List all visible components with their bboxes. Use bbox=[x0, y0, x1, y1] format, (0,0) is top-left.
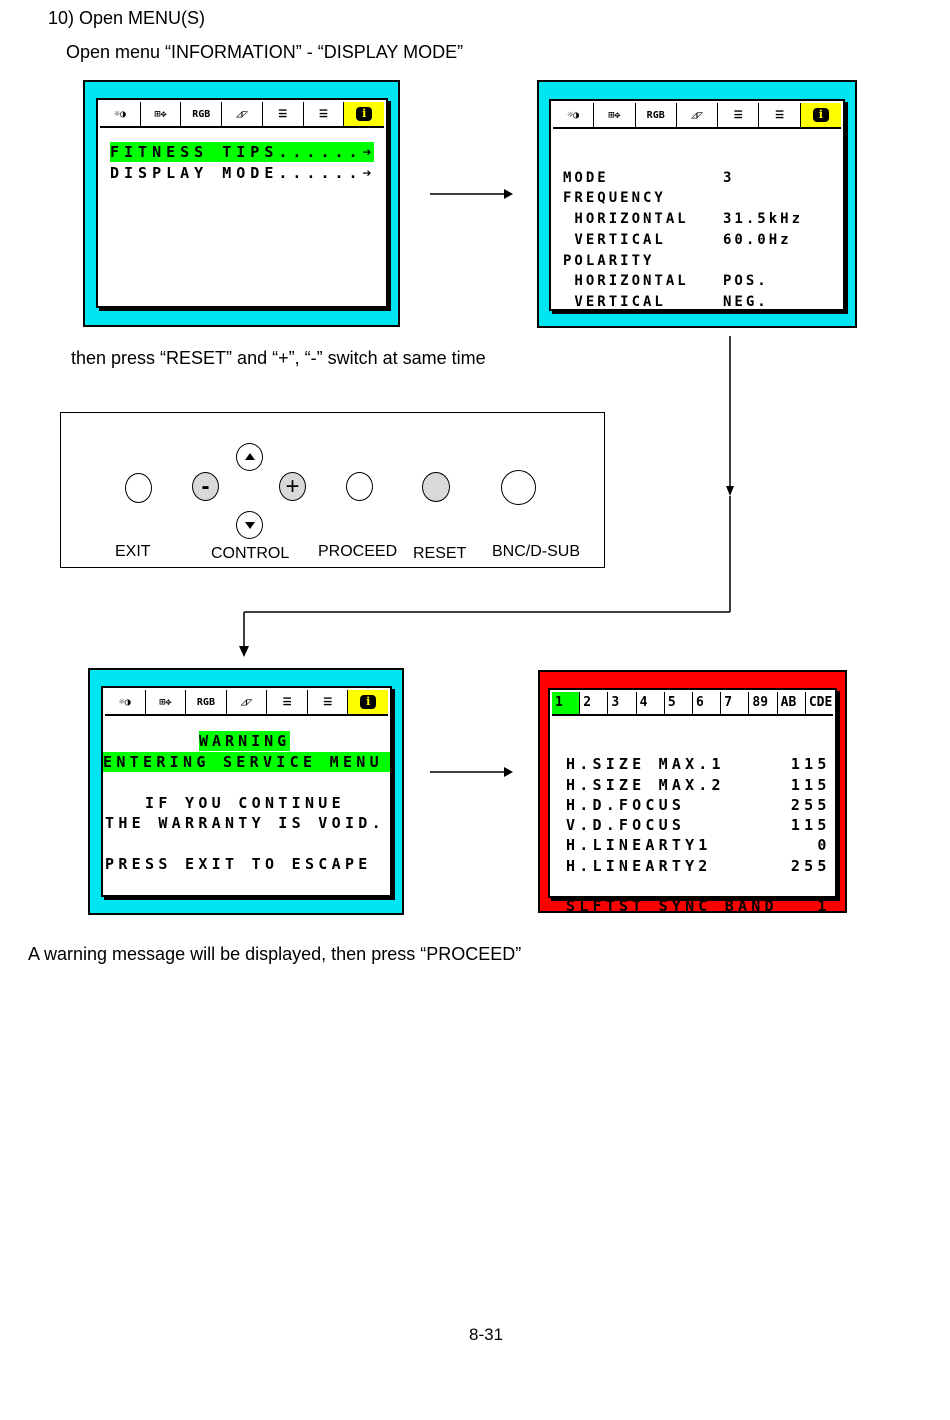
up-button[interactable] bbox=[236, 443, 263, 471]
vertical-frequency-line: VERTICAL 60.0Hz bbox=[563, 231, 792, 248]
information-tab: i bbox=[348, 690, 389, 714]
service-tab-ab: AB bbox=[776, 692, 805, 714]
bnc-dsub-button[interactable] bbox=[501, 470, 536, 505]
position-icon: ⊞✥ bbox=[146, 690, 187, 714]
service-tab-bar: 1 2 3 4 5 6 7 89 AB CDE bbox=[552, 692, 833, 716]
tools-icon: ☰ bbox=[304, 102, 345, 126]
h-size-max-1-line: H.SIZE MAX.1 115 bbox=[566, 755, 831, 774]
settings-icon: ☰ bbox=[263, 102, 304, 126]
settings-icon: ☰ bbox=[267, 690, 308, 714]
instruction-press-proceed: A warning message will be displayed, the… bbox=[28, 944, 522, 964]
step-title: 10) Open MENU(S) bbox=[48, 8, 206, 28]
control-label: CONTROL bbox=[211, 545, 290, 562]
warning-entering-service-menu: ENTERING SERVICE MENU bbox=[103, 752, 390, 772]
polarity-line: POLARITY bbox=[563, 252, 655, 269]
h-d-focus-line: H.D.FOCUS 255 bbox=[566, 795, 831, 814]
vertical-polarity-line: VERTICAL NEG. bbox=[563, 293, 769, 310]
tools-icon: ☰ bbox=[308, 690, 349, 714]
proceed-label: PROCEED bbox=[318, 543, 398, 560]
triangle-up-icon bbox=[244, 453, 255, 460]
exit-button[interactable] bbox=[125, 473, 152, 503]
service-tab-4: 4 bbox=[635, 692, 664, 714]
osd-display-mode-panel: ☼◑ ⊞✥ RGB ◿◸ ☰ ☰ i MODE 3 FREQUENCY HORI… bbox=[549, 99, 845, 311]
service-tab-6: 6 bbox=[692, 692, 720, 714]
service-tab-cde: CDE bbox=[804, 692, 833, 714]
warning-warranty-void: THE WARRANTY IS VOID. bbox=[105, 814, 385, 832]
h-size-max-2-line: H.SIZE MAX.2 115 bbox=[566, 775, 831, 794]
mode-line: MODE 3 bbox=[563, 169, 735, 186]
h-linearty1-line: H.LINEARTY1 0 bbox=[566, 836, 831, 855]
horizontal-frequency-line: HORIZONTAL 31.5kHz bbox=[563, 211, 804, 228]
service-tab-7: 7 bbox=[720, 692, 748, 714]
v-d-focus-line: V.D.FOCUS 115 bbox=[566, 816, 831, 835]
flow-connector-arrow-icon bbox=[239, 336, 734, 657]
tools-icon: ☰ bbox=[759, 103, 801, 127]
slftst-sync-band-line: SLFTST SYNC BAND 1 bbox=[566, 897, 831, 916]
service-tab-89: 89 bbox=[748, 692, 776, 714]
osd-tab-bar: ☼◑ ⊞✥ RGB ◿◸ ☰ ☰ i bbox=[553, 103, 841, 129]
proceed-button[interactable] bbox=[346, 472, 373, 501]
service-tab-5: 5 bbox=[663, 692, 692, 714]
instruction-press-reset: then press “RESET” and “+”, “-” switch a… bbox=[71, 348, 486, 368]
reset-button[interactable] bbox=[422, 472, 450, 502]
h-linearty2-line: H.LINEARTY2 255 bbox=[566, 856, 831, 875]
plus-label: + bbox=[285, 472, 300, 500]
geometry-icon: ◿◸ bbox=[227, 690, 268, 714]
menu-item-display-mode: DISPLAY MODE......➔ bbox=[110, 164, 377, 182]
menu-item-fitness-tips: FITNESS TIPS......➔ bbox=[110, 142, 377, 162]
page-number: 8-31 bbox=[469, 1325, 504, 1344]
bnc-dsub-label: BNC/D-SUB bbox=[492, 543, 581, 560]
osd-service-menu-panel: 1 2 3 4 5 6 7 89 AB CDE H.SIZE MAX.1 115… bbox=[548, 688, 837, 915]
minus-label: - bbox=[201, 472, 210, 500]
osd-display-mode-screen: ☼◑ ⊞✥ RGB ◿◸ ☰ ☰ i MODE 3 FREQUENCY HORI… bbox=[537, 80, 857, 328]
warning-title: WARNING bbox=[199, 731, 291, 751]
settings-icon: ☰ bbox=[718, 103, 760, 127]
service-tab-2: 2 bbox=[579, 692, 607, 714]
information-tab: i bbox=[344, 102, 385, 126]
exit-label: EXIT bbox=[115, 543, 151, 560]
osd-warning-screen: ☼◑ ⊞✥ RGB ◿◸ ☰ ☰ i WARNING ENTERING SERV… bbox=[88, 668, 404, 915]
osd-menu-panel: ☼◑ ⊞✥ RGB ◿◸ ☰ ☰ i FITNESS TIPS......➔ D… bbox=[96, 98, 388, 308]
arrow-right-icon bbox=[430, 767, 513, 777]
osd-menu-screen: ☼◑ ⊞✥ RGB ◿◸ ☰ ☰ i FITNESS TIPS......➔ D… bbox=[83, 80, 400, 327]
service-tab-1: 1 bbox=[552, 692, 580, 714]
geometry-icon: ◿◸ bbox=[677, 103, 719, 127]
osd-warning-panel: ☼◑ ⊞✥ RGB ◿◸ ☰ ☰ i WARNING ENTERING SERV… bbox=[101, 686, 392, 897]
down-button[interactable] bbox=[236, 511, 263, 539]
horizontal-polarity-line: HORIZONTAL POS. bbox=[563, 273, 769, 290]
minus-button[interactable]: - bbox=[192, 472, 219, 501]
service-tab-3: 3 bbox=[607, 692, 635, 714]
information-tab: i bbox=[800, 103, 841, 127]
reset-label: RESET bbox=[413, 545, 467, 562]
geometry-icon: ◿◸ bbox=[222, 102, 263, 126]
information-icon: i bbox=[812, 108, 829, 122]
osd-service-menu-screen: 1 2 3 4 5 6 7 89 AB CDE H.SIZE MAX.1 115… bbox=[538, 670, 847, 915]
position-icon: ⊞✥ bbox=[594, 103, 636, 127]
warning-press-exit: PRESS EXIT TO ESCAPE bbox=[105, 855, 372, 873]
osd-tab-bar: ☼◑ ⊞✥ RGB ◿◸ ☰ ☰ i bbox=[105, 690, 389, 716]
arrow-right-icon bbox=[430, 189, 513, 199]
rgb-icon: RGB bbox=[186, 690, 227, 714]
frequency-line: FREQUENCY bbox=[563, 190, 666, 207]
rgb-icon: RGB bbox=[181, 102, 223, 126]
display-mode-info: MODE 3 FREQUENCY HORIZONTAL 31.5kHz VERT… bbox=[563, 147, 803, 313]
service-menu-values: H.SIZE MAX.1 115 H.SIZE MAX.2 115 H.D.FO… bbox=[566, 734, 831, 917]
warning-if-you-continue: IF YOU CONTINUE bbox=[105, 794, 345, 812]
monitor-control-panel: - + EXIT CONTROL PROCEED RESET BNC/D-SUB bbox=[60, 412, 605, 568]
brightness-contrast-icon: ☼◑ bbox=[100, 102, 141, 126]
osd-tab-bar: ☼◑ ⊞✥ RGB ◿◸ ☰ ☰ i bbox=[100, 102, 385, 128]
plus-button[interactable]: + bbox=[279, 472, 306, 501]
rgb-icon: RGB bbox=[636, 103, 677, 127]
brightness-contrast-icon: ☼◑ bbox=[105, 690, 146, 714]
information-icon: i bbox=[360, 695, 377, 709]
instruction-open-menu: Open menu “INFORMATION” - “DISPLAY MODE” bbox=[66, 42, 464, 62]
brightness-contrast-icon: ☼◑ bbox=[553, 103, 595, 127]
triangle-down-icon bbox=[244, 522, 255, 529]
position-icon: ⊞✥ bbox=[141, 102, 182, 126]
information-icon: i bbox=[356, 107, 373, 121]
